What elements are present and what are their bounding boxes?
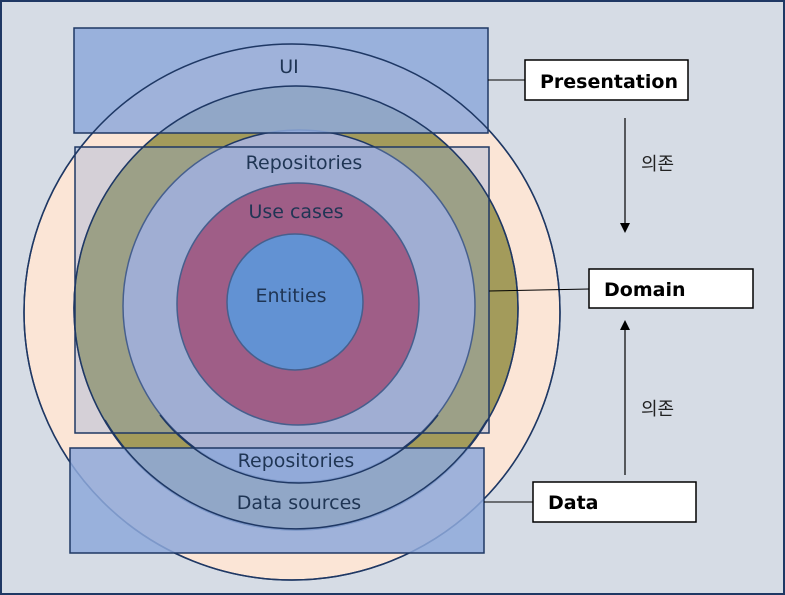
domain-layer-label: Domain <box>604 279 685 301</box>
dependency-label-bottom: 의존 <box>641 399 674 420</box>
data-layer-box <box>532 481 697 523</box>
domain-box <box>74 146 490 434</box>
repositories-top-label: Repositories <box>246 152 363 174</box>
entities-label: Entities <box>255 285 326 307</box>
dependency-label-top: 의존 <box>641 154 674 175</box>
domain-layer-box <box>588 268 754 309</box>
presentation-layer-label: Presentation <box>540 71 678 93</box>
olive-ring-lower-arc <box>104 419 488 530</box>
data-box <box>69 447 485 554</box>
use-cases-label: Use cases <box>248 201 343 223</box>
repositories-bottom-label: Repositories <box>238 450 355 472</box>
entities-circle <box>226 233 364 371</box>
data-layer-label: Data <box>548 492 599 514</box>
domain-connector <box>488 288 590 292</box>
presentation-layer-box <box>524 59 689 101</box>
data-sources-label: Data sources <box>237 492 361 514</box>
ui-label: UI <box>279 56 299 78</box>
outer-circle-outline <box>23 43 561 581</box>
repositories-lower-arc <box>159 414 439 484</box>
